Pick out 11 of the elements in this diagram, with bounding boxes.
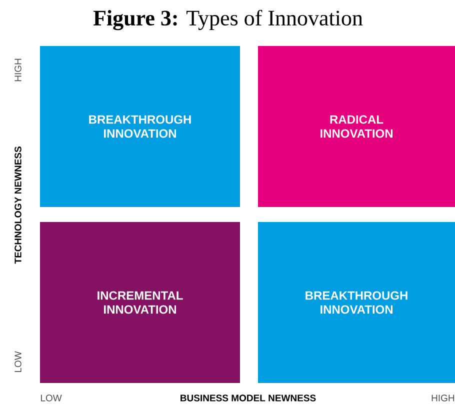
axis-label: LOW	[14, 351, 22, 372]
axis-label: HIGH	[432, 394, 454, 402]
axis-label: HIGH	[14, 58, 22, 82]
quadrant-box: BREAKTHROUGH INNOVATION	[258, 222, 455, 383]
axis-label: LOW	[40, 394, 62, 402]
figure-title: Figure 3: Types of Innovation	[93, 10, 363, 30]
quadrant-box: RADICAL INNOVATION	[258, 46, 455, 207]
axis-title: TECHNOLOGY NEWNESS	[14, 146, 22, 264]
axis-title: BUSINESS MODEL NEWNESS	[180, 394, 316, 402]
quadrant-box: INCREMENTAL INNOVATION	[40, 222, 240, 383]
quadrant-box: BREAKTHROUGH INNOVATION	[40, 46, 240, 207]
